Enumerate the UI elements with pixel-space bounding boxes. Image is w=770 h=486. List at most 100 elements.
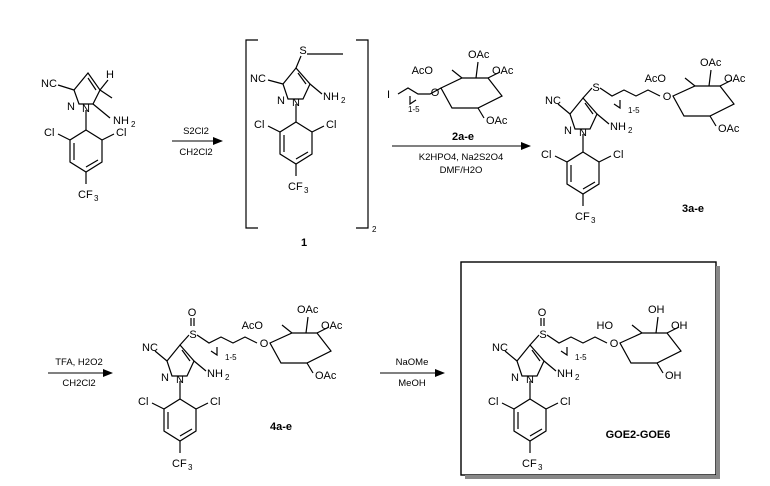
compound-1-label: 1 <box>301 237 307 249</box>
acetoxy-label: AcO <box>645 73 667 85</box>
pyrazole-n1-label: N <box>82 103 90 115</box>
thioglycoside-product-3: NC S 1-5 O N N NH 2 Cl Cl CF 3 AcO OAc O… <box>541 57 746 225</box>
dimer-subscript: 2 <box>372 225 377 234</box>
hydrogen-label: H <box>106 69 114 81</box>
starting-aminopyrazole: NC N N H NH 2 Cl Cl CF 3 <box>41 69 136 203</box>
pyrazole-n-label: N <box>161 372 169 384</box>
pyrazole-n-label: N <box>67 101 75 113</box>
pyrazole-n1-label: N <box>526 374 534 386</box>
final-compound-label: GOE2-GOE6 <box>606 429 671 441</box>
disulfide-intermediate: 2 NC S N N NH 2 Cl Cl CF 3 1 <box>245 39 377 249</box>
chain-length-label: 1-5 <box>575 353 587 362</box>
acetoxy-label: AcO <box>242 320 264 332</box>
hydroxyl-label: HO <box>597 320 614 332</box>
acetoxy-label: AcO <box>412 65 434 77</box>
iodine-label: I <box>387 89 390 101</box>
hydroxyl-label: OH <box>665 370 682 382</box>
chain-length-label: 1-5 <box>225 353 237 362</box>
chain-length-label: 1-5 <box>408 105 420 114</box>
reagent-sodium-methoxide: NaOMe <box>396 357 429 368</box>
sulfur-label: S <box>299 45 306 57</box>
sulfoxide-oxygen-label: O <box>188 307 197 319</box>
trifluoromethyl-subscript: 3 <box>304 186 309 195</box>
pyrazole-n-label: N <box>564 125 572 137</box>
sulfur-label: S <box>189 329 196 341</box>
nitrile-label: NC <box>250 73 266 85</box>
reagent-disulfur-dichloride: S2Cl2 <box>183 126 209 137</box>
final-product-box: NC S O 1-5 O N N NH 2 Cl Cl CF 3 HO OH O… <box>460 261 720 479</box>
reaction-arrow-4: NaOMe MeOH <box>380 357 445 389</box>
chloro-right-label: Cl <box>210 396 220 408</box>
acetoxy-label: OAc <box>486 115 508 127</box>
trifluoromethyl-subscript: 3 <box>591 216 596 225</box>
acetoxy-label: OAc <box>315 370 337 382</box>
trifluoromethyl-label: CF <box>575 211 590 223</box>
reagent-phosphate-dithionite: K2HPO4, Na2S2O4 <box>419 152 504 163</box>
chloro-right-label: Cl <box>326 119 336 131</box>
chloro-right-label: Cl <box>560 396 570 408</box>
acetoxy-label: OAc <box>724 73 746 85</box>
nitrile-label: NC <box>41 78 57 90</box>
amine-label: NH <box>323 91 339 103</box>
amine-subscript: 2 <box>628 126 633 135</box>
hydroxyl-label: OH <box>648 304 665 316</box>
chloro-right-label: Cl <box>116 127 126 139</box>
acetoxy-label: OAc <box>700 57 722 69</box>
chain-length-label: 1-5 <box>628 106 640 115</box>
solvent-dichloromethane: CH2Cl2 <box>62 378 95 389</box>
chloro-left-label: Cl <box>488 396 498 408</box>
compound-3-label: 3a-e <box>682 203 704 215</box>
amine-label: NH <box>557 368 573 380</box>
chloro-left-label: Cl <box>138 396 148 408</box>
chloro-left-label: Cl <box>254 119 264 131</box>
reaction-arrow-1: S2Cl2 CH2Cl2 <box>172 126 223 158</box>
pyrazole-n1-label: N <box>292 97 300 109</box>
amine-label: NH <box>610 121 626 133</box>
reaction-arrow-2: K2HPO4, Na2S2O4 DMF/H2O <box>392 142 531 176</box>
amine-subscript: 2 <box>575 373 580 382</box>
pyrazole-n-label: N <box>511 372 519 384</box>
chloro-left-label: Cl <box>541 149 551 161</box>
amine-label: NH <box>113 115 129 127</box>
acetoxy-label: OAc <box>492 65 514 77</box>
chloro-right-label: Cl <box>613 149 623 161</box>
compound-4-label: 4a-e <box>270 421 292 433</box>
sulfur-label: S <box>592 82 599 94</box>
sulfoxide-product-4: NC S O 1-5 O N N NH 2 Cl Cl CF 3 AcO OAc… <box>138 304 343 472</box>
trifluoromethyl-label: CF <box>172 458 187 470</box>
sulfoxide-oxygen-label: O <box>538 307 547 319</box>
trifluoromethyl-label: CF <box>288 181 303 193</box>
glycoside-oxygen-label: O <box>431 87 440 99</box>
hydroxyl-label: OH <box>671 320 688 332</box>
pyrazole-n1-label: N <box>579 127 587 139</box>
amine-subscript: 2 <box>341 96 346 105</box>
trifluoromethyl-subscript: 3 <box>188 463 193 472</box>
nitrile-label: NC <box>492 342 508 354</box>
sulfur-label: S <box>539 329 546 341</box>
pyrazole-n-label: N <box>277 95 285 107</box>
acetoxy-label: OAc <box>718 123 740 135</box>
iodo-sugar-reagent: AcO OAc OAc OAc O I 1-5 2a-e <box>387 49 514 143</box>
pyrazole-n1-label: N <box>176 374 184 386</box>
solvent-dichloromethane: CH2Cl2 <box>179 147 212 158</box>
acetoxy-label: OAc <box>468 49 490 61</box>
trifluoromethyl-subscript: 3 <box>94 194 99 203</box>
glycoside-oxygen-label: O <box>610 338 619 350</box>
nitrile-label: NC <box>545 95 561 107</box>
acetoxy-label: OAc <box>297 304 319 316</box>
trifluoromethyl-label: CF <box>522 458 537 470</box>
reagent-tfa-peroxide: TFA, H2O2 <box>55 357 103 368</box>
amine-subscript: 2 <box>225 373 230 382</box>
glycoside-oxygen-label: O <box>663 91 672 103</box>
amine-subscript: 2 <box>131 120 136 129</box>
acetoxy-label: OAc <box>321 320 343 332</box>
trifluoromethyl-label: CF <box>78 189 93 201</box>
compound-2-label: 2a-e <box>452 131 474 143</box>
amine-label: NH <box>207 368 223 380</box>
reaction-arrow-3: TFA, H2O2 CH2Cl2 <box>48 357 113 389</box>
glycoside-oxygen-label: O <box>260 338 269 350</box>
solvent-dmf-water: DMF/H2O <box>440 165 483 176</box>
solvent-methanol: MeOH <box>398 378 426 389</box>
trifluoromethyl-subscript: 3 <box>538 463 543 472</box>
